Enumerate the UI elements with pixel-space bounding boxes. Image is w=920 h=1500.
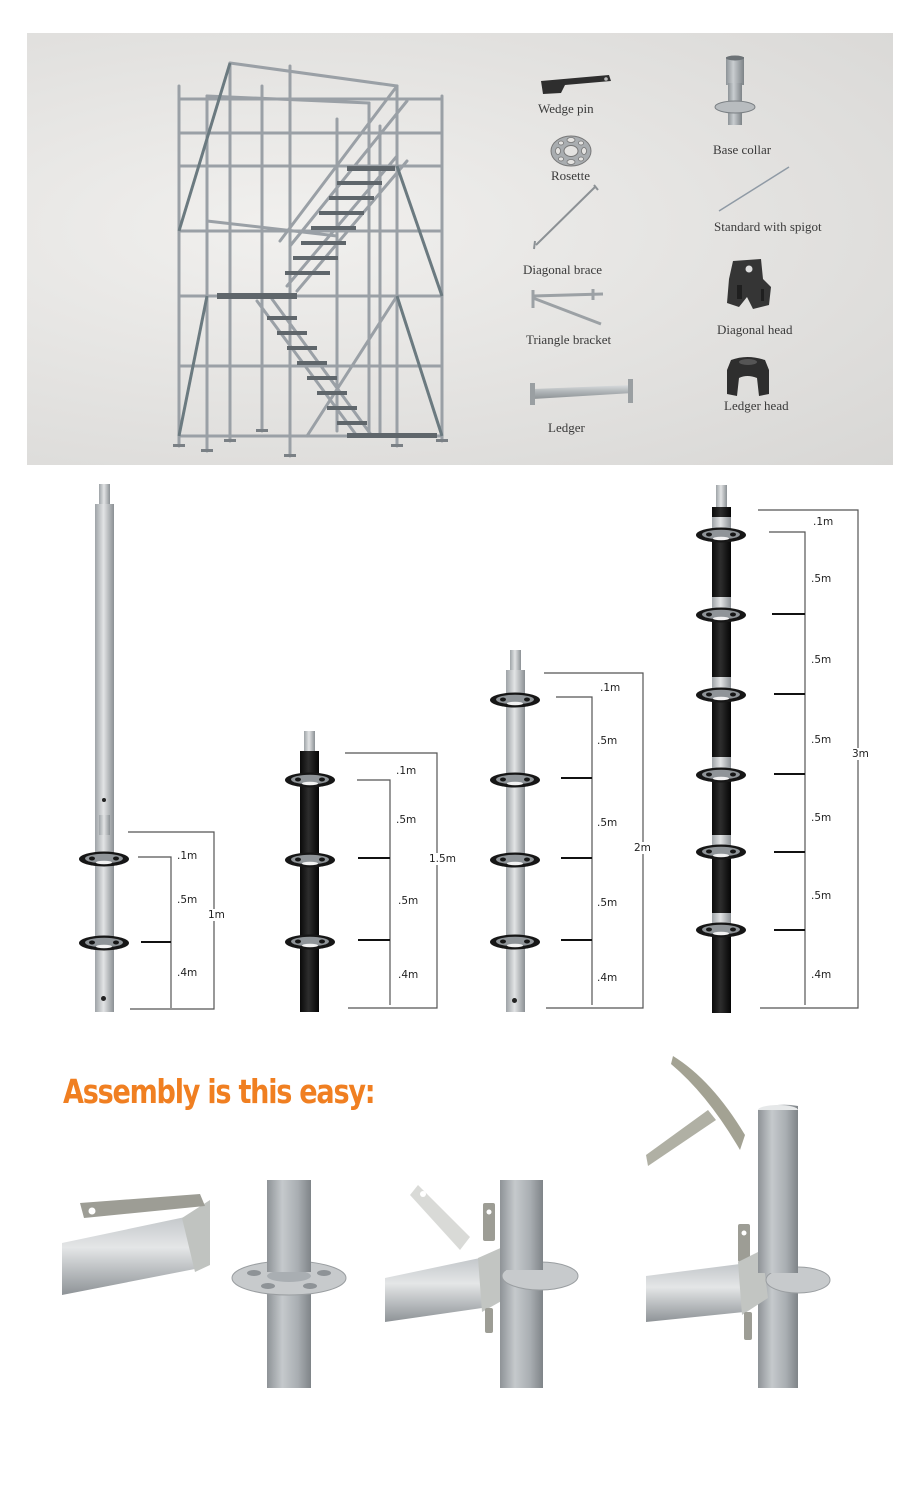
dim-label: .4m (398, 969, 419, 981)
assembly-step-1-ledger (62, 1194, 210, 1295)
standard-2m-spigot (510, 650, 521, 672)
standard-spigot-icon (718, 166, 790, 212)
dim-total-label: 1m (207, 909, 226, 921)
assembly-step-3 (646, 1056, 831, 1388)
assembly-step-2 (385, 1180, 579, 1388)
diagonal-brace-icon (533, 184, 599, 250)
part-label-diagonal-brace: Diagonal brace (523, 262, 603, 277)
assembly-heading: Assembly is this easy: (63, 1072, 376, 1111)
dim-label: .5m (811, 654, 832, 666)
dim-total-label: 3m (851, 748, 870, 760)
dim-label: .4m (811, 969, 832, 981)
part-label-wedge-pin: Wedge pin (538, 101, 594, 116)
scaffold-tower-illustration (173, 61, 448, 458)
dim-label: .5m (597, 817, 618, 829)
standard-1m-tube (95, 835, 114, 1011)
dim-label: .5m (177, 894, 198, 906)
part-label-ledger: Ledger (548, 420, 585, 435)
dim-label: .1m (600, 682, 621, 694)
assembly-step-1-standard (231, 1180, 347, 1388)
base-collar-icon (714, 55, 756, 125)
ledger-head-icon (727, 357, 769, 396)
standard-1-5m-spigot (304, 731, 315, 753)
dim-label: .5m (811, 890, 832, 902)
dim-total-label: 2m (633, 842, 652, 854)
part-label-rosette: Rosette (551, 168, 590, 183)
dim-label: .5m (597, 897, 618, 909)
ledger-icon (530, 379, 633, 405)
dim-label: .5m (396, 814, 417, 826)
dim-label: .1m (396, 765, 417, 777)
dim-label: .5m (811, 573, 832, 585)
rosette-icon (550, 135, 592, 167)
part-label-ledger-head: Ledger head (724, 398, 789, 413)
dim-label: .5m (597, 735, 618, 747)
pin-hole (101, 996, 106, 1001)
assembly-steps-illustration (62, 1056, 831, 1388)
dim-label: .5m (398, 895, 419, 907)
dim-label: .4m (597, 972, 618, 984)
pin-hole (512, 998, 517, 1003)
part-label-triangle-bracket: Triangle bracket (526, 332, 612, 347)
part-label-standard-with-spigot: Standard with spigot (714, 219, 822, 234)
standard-3m-spigot (716, 485, 727, 509)
part-label-diagonal-head: Diagonal head (717, 322, 793, 337)
dim-label: .1m (177, 850, 198, 862)
dim-label: .1m (813, 516, 834, 528)
wedge-pin-icon (541, 75, 611, 94)
part-label-base-collar: Base collar (713, 142, 772, 157)
standard-1m-spigot (99, 815, 110, 837)
product-components-panel: Wedge pin Rosette Diagonal brace Triangl… (27, 33, 893, 465)
dim-label: .5m (811, 812, 832, 824)
standard-2m-tube (506, 670, 525, 1012)
dim-label: .5m (811, 734, 832, 746)
triangle-bracket-icon (531, 289, 604, 326)
dim-total-label: 1.5m (428, 853, 457, 865)
diagonal-head-icon (727, 259, 771, 309)
dim-label: .4m (177, 967, 198, 979)
